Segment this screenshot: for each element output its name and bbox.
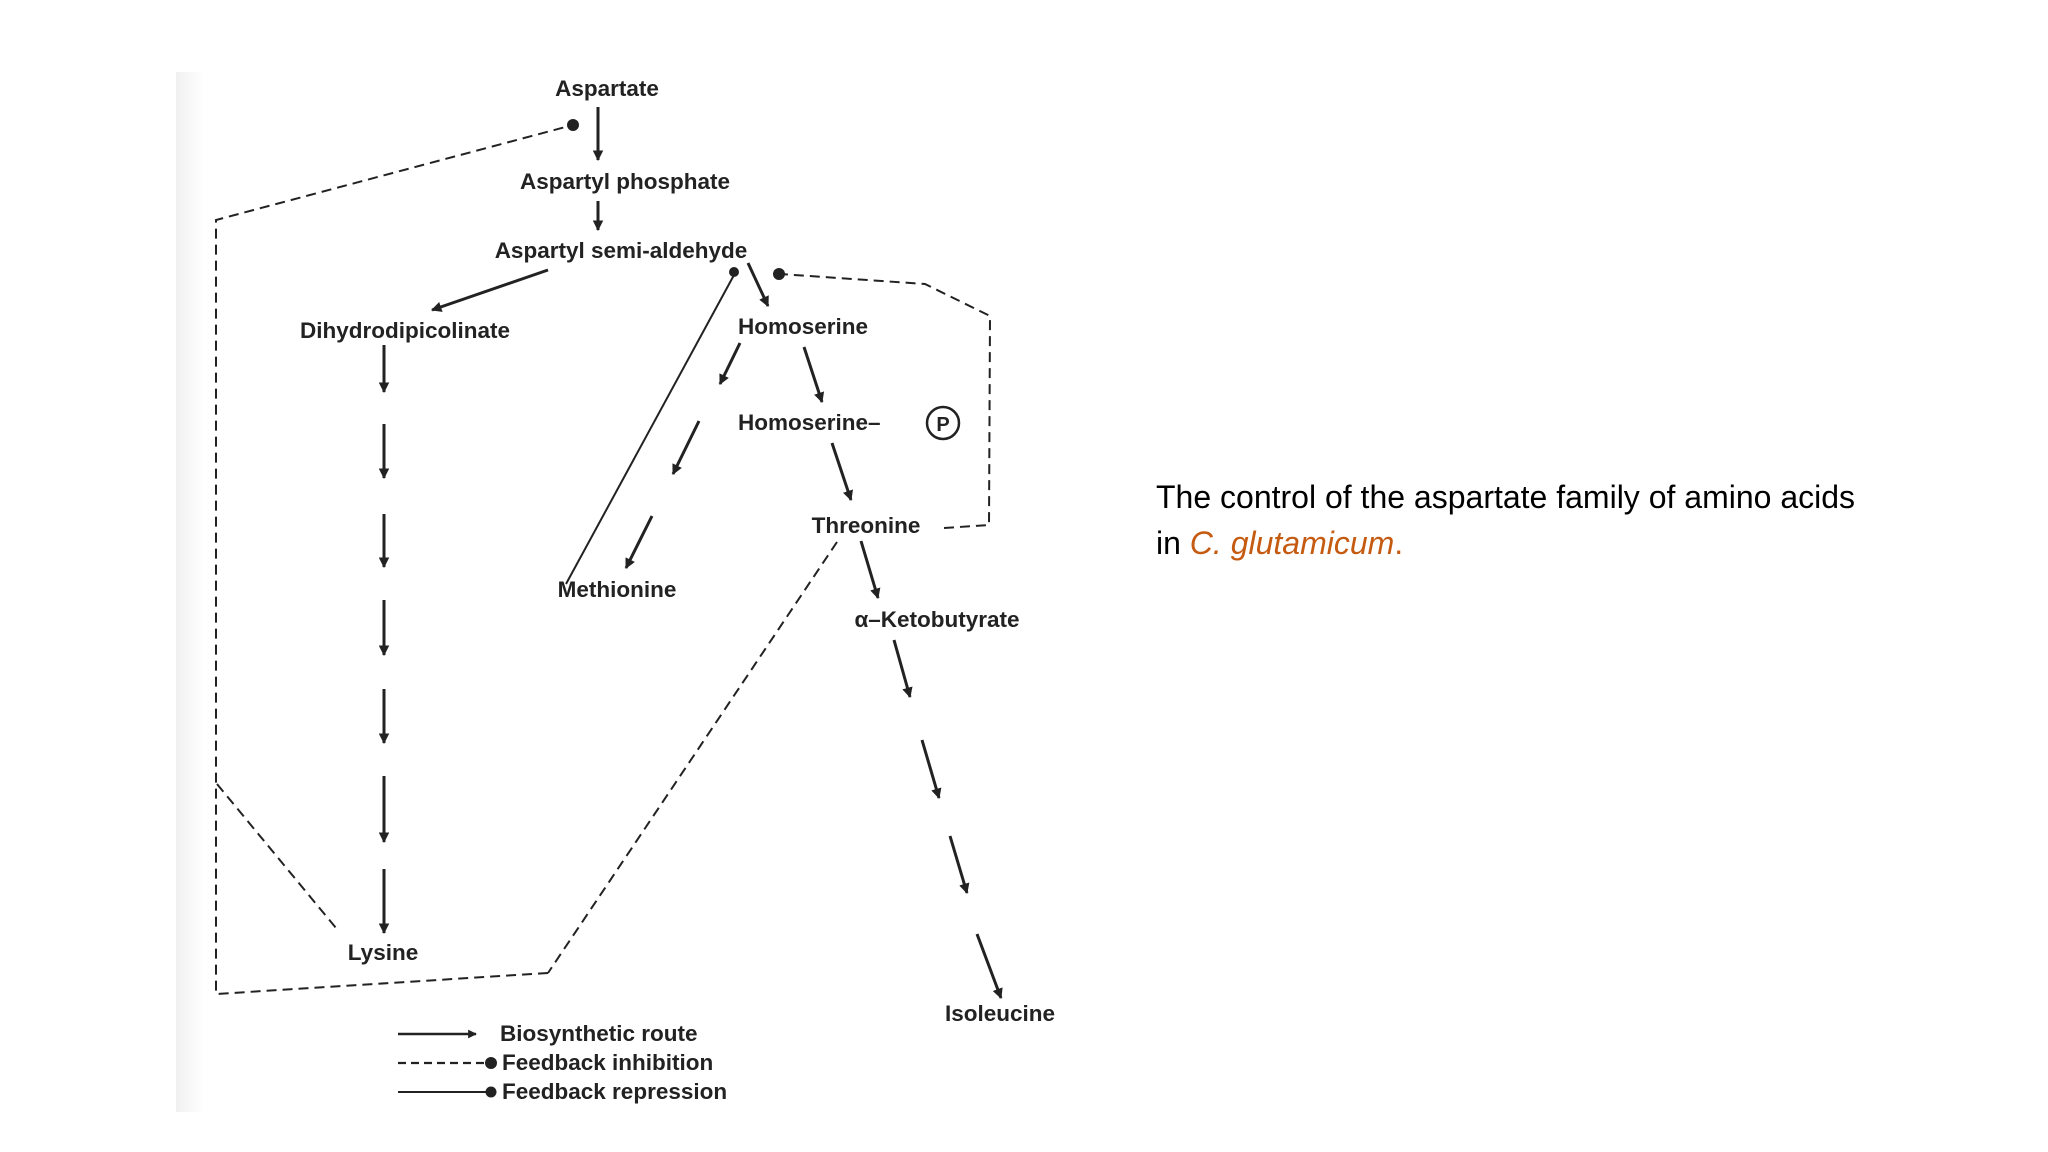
legend-inhibition-dot <box>485 1057 497 1069</box>
arrow-semialdehyde-to-dihydrodipicolinate <box>431 268 549 312</box>
arrow-methionine-step-1 <box>718 342 742 385</box>
arrow-isoleucine-step-1 <box>892 639 913 699</box>
node-aspartate: Aspartate <box>555 76 659 101</box>
arrow-isoleucine-step-2 <box>920 739 942 800</box>
node-isoleucine: Isoleucine <box>945 1001 1055 1026</box>
arrow-semialdehyde-to-homoserine <box>746 262 770 307</box>
arrow-homoserine-to-homoserine-p <box>802 346 825 403</box>
legend-repression-label: Feedback repression <box>502 1079 727 1104</box>
feedback-inhibition-lines <box>215 124 992 996</box>
caption-line-1: The control of the aspartate family of a… <box>1156 479 1856 515</box>
arrow-methionine-step-3 <box>624 515 654 569</box>
scan-background <box>176 72 876 1112</box>
caption-period: . <box>1394 525 1404 561</box>
legend-biosynthetic-label: Biosynthetic route <box>500 1021 698 1046</box>
biosynthetic-arrows <box>378 107 1003 999</box>
phosphate-symbol: P <box>936 414 949 436</box>
node-lysine: Lysine <box>348 940 418 965</box>
phosphate-circle <box>925 405 961 441</box>
repression-dot-semialdehyde <box>729 267 739 277</box>
node-threonine: Threonine <box>812 513 921 538</box>
arrow-isoleucine-step-3 <box>948 835 970 895</box>
node-homoserine: Homoserine <box>738 314 868 339</box>
inhibition-threonine-to-joint <box>547 541 838 974</box>
inhibition-dot-semialdehyde <box>773 268 785 280</box>
node-aspartyl-semialdehyde: Aspartyl semi-aldehyde <box>495 238 748 263</box>
caption-organism: C. glutamicum <box>1189 525 1395 561</box>
node-ketobutyrate: α–Ketobutyrate <box>854 607 1019 632</box>
arrow-homoserine-p-to-threonine <box>830 442 853 501</box>
inhibition-dot-aspartate <box>567 119 579 131</box>
arrow-methionine-step-2 <box>671 420 701 475</box>
arrow-threonine-to-ketobutyrate <box>859 540 881 600</box>
feedback-repression-lines <box>565 274 735 585</box>
legend-inhibition-label: Feedback inhibition <box>502 1050 713 1075</box>
arrow-isoleucine-step-4 <box>975 933 1003 999</box>
node-dihydrodipicolinate: Dihydrodipicolinate <box>300 318 510 343</box>
inhibition-threonine-to-semialdehyde <box>779 273 992 529</box>
node-aspartyl-phosphate: Aspartyl phosphate <box>520 169 730 194</box>
legend: Biosynthetic route Feedback inhibition F… <box>398 1021 727 1104</box>
caption-line-2-prefix: in <box>1156 525 1190 561</box>
figure-caption: The control of the aspartate family of a… <box>1156 474 2016 566</box>
repression-methionine-to-semialdehyde <box>565 274 735 585</box>
node-methionine: Methionine <box>558 577 677 602</box>
inhibition-dots <box>567 119 785 280</box>
legend-repression-dot <box>485 1086 497 1098</box>
node-homoserine-phosphate: Homoserine– <box>738 410 881 435</box>
inhibition-lysine-threonine-to-aspartate <box>215 124 574 996</box>
